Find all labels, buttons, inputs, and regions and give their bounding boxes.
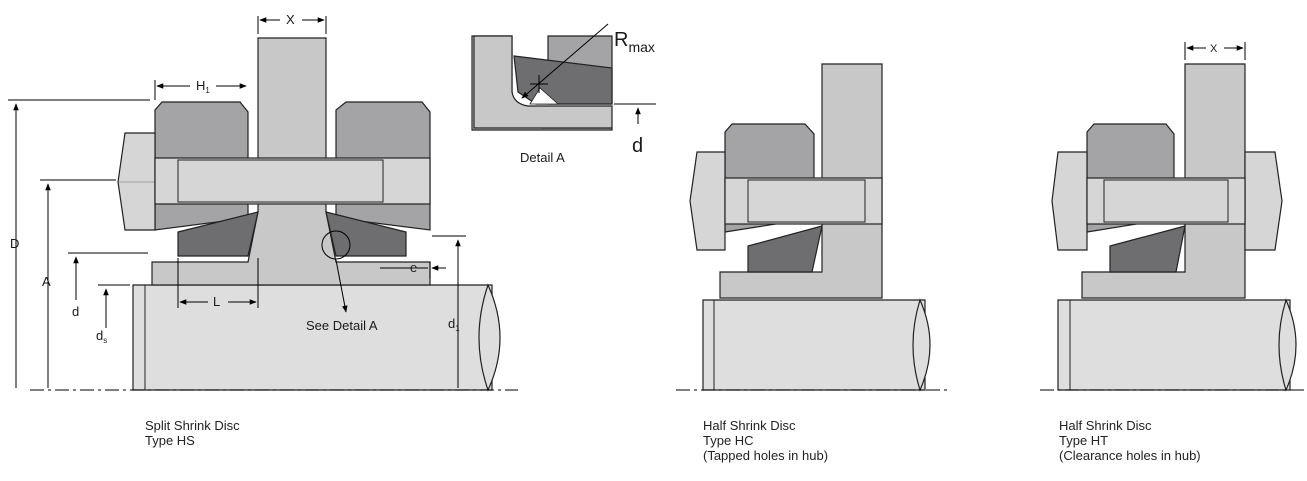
- ht-shaft: [1057, 299, 1291, 391]
- hc-bolt-head: [689, 151, 726, 251]
- type-hs-drawing: See Detail A X H1 D A d ds L: [8, 12, 518, 392]
- dim-d-label: d: [72, 304, 79, 319]
- caption-hc-line-1: Half Shrink Disc: [703, 418, 796, 433]
- caption-ht: Half Shrink Disc Type HT (Clearance hole…: [1059, 418, 1201, 463]
- type-hc-drawing: [676, 63, 950, 392]
- dim-D-label: D: [10, 236, 19, 251]
- type-ht-drawing: X: [1040, 42, 1307, 392]
- caption-hs-line-2: Type HS: [145, 433, 195, 448]
- caption-hs: Split Shrink Disc Type HS: [145, 418, 240, 448]
- dim-x-label: X: [286, 12, 295, 27]
- caption-hc-line-3: (Tapped holes in hub): [703, 448, 829, 463]
- dim-e-label: e: [410, 260, 417, 275]
- hs-right-cone: [325, 211, 407, 257]
- caption-ht-line-2: Type HT: [1059, 433, 1109, 448]
- caption-hc: Half Shrink Disc Type HC (Tapped holes i…: [703, 418, 828, 463]
- dim-h1-label: H1: [196, 78, 210, 95]
- hc-hub: [719, 63, 883, 299]
- hs-left-cone: [177, 211, 259, 257]
- hs-shaft: [132, 284, 493, 391]
- detail-rmax-label: Rmax: [614, 29, 655, 55]
- hs-bolt-shaft: [154, 157, 431, 205]
- ht-bolt-head: [1244, 151, 1283, 251]
- dim-ds-label: ds: [96, 328, 107, 345]
- hc-bolt-shaft: [724, 177, 883, 225]
- caption-hc-line-2: Type HC: [703, 433, 754, 448]
- dim-L-label: L: [213, 294, 220, 309]
- detail-a-title: Detail A: [520, 150, 565, 165]
- hc-shaft: [702, 299, 926, 391]
- ht-dim-x-label: X: [1210, 43, 1218, 55]
- detail-a-marker: [321, 230, 351, 260]
- ht-hub: [1081, 63, 1246, 299]
- ht-cone: [1109, 225, 1186, 273]
- dim-d1-label: d1: [448, 316, 460, 333]
- ht-nut: [1051, 151, 1088, 251]
- ht-bolt-shaft: [1086, 177, 1246, 225]
- detail-a-drawing: Rmax d Detail A: [471, 23, 656, 165]
- caption-hs-line-1: Split Shrink Disc: [145, 418, 240, 433]
- detail-d-label: d: [632, 135, 643, 157]
- caption-ht-line-3: (Clearance holes in hub): [1059, 448, 1201, 463]
- caption-ht-line-1: Half Shrink Disc: [1059, 418, 1152, 433]
- see-detail-a-label: See Detail A: [306, 318, 378, 333]
- hc-cone: [747, 225, 823, 273]
- detail-shaft-corner: [473, 35, 613, 129]
- dim-A-label: A: [42, 274, 51, 289]
- hs-bolt-head: [117, 132, 156, 231]
